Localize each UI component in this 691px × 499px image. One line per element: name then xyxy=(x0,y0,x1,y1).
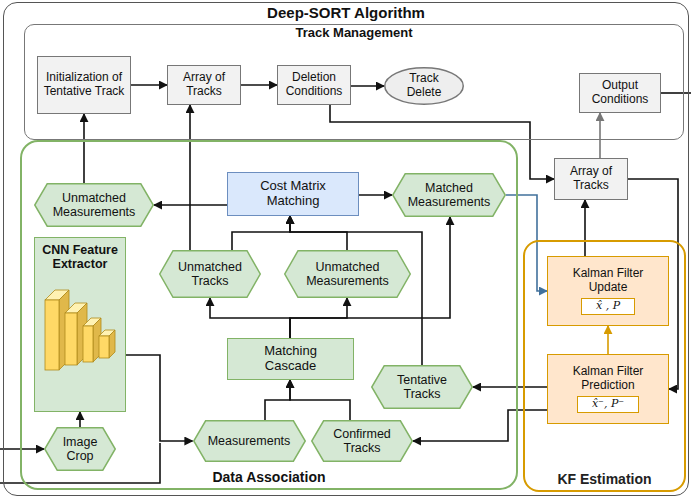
connector-arrow xyxy=(473,386,547,388)
filter-box: Kalman Filter Update x̂ , P xyxy=(547,256,669,326)
connector-arrow xyxy=(79,412,81,427)
group-title: Data Association xyxy=(212,469,325,485)
node-label: Tentative Tracks xyxy=(385,373,459,402)
connector-arrow xyxy=(599,113,601,158)
process-box: Output Conditions xyxy=(579,73,661,113)
hexagon-shape xyxy=(285,251,411,298)
layer-front xyxy=(45,300,59,370)
node-label: Measurements xyxy=(208,434,291,448)
data-hexagon: Unmatched Measurements xyxy=(284,250,411,298)
hexagon-shape xyxy=(393,174,506,217)
node-label: Image Crop xyxy=(58,435,102,464)
node-label: Matching Cascade xyxy=(244,344,337,374)
node-label: Output Conditions xyxy=(584,79,656,107)
process-box: Array of Tracks xyxy=(167,65,241,105)
node-label: Unmatched Measurements xyxy=(298,260,397,289)
group-title: KF Estimation xyxy=(557,471,651,487)
group-title: Deep-SORT Algorithm xyxy=(267,4,425,21)
node-label: Cost Matrix Matching xyxy=(246,179,340,209)
connector-arrow xyxy=(265,380,290,420)
process-box: Initialization of Tentative Track xyxy=(37,56,131,114)
connector-arrow xyxy=(290,217,450,338)
connector-arrow xyxy=(232,216,290,250)
node-label: Initialization of Tentative Track xyxy=(42,71,126,99)
layer-side xyxy=(109,330,115,358)
hexagon-shape xyxy=(45,428,116,471)
hexagon-shape xyxy=(160,251,261,298)
process-box: Cost Matrix Matching xyxy=(227,172,359,216)
group-title: Track Management xyxy=(295,26,412,41)
connector-arrow xyxy=(83,114,85,183)
data-hexagon: Unmatched Tracks xyxy=(159,250,261,298)
node-label: Track Delete xyxy=(394,72,454,100)
connector-arrow xyxy=(330,105,554,179)
hexagon-shape xyxy=(312,421,413,462)
state-label: x̂ , P xyxy=(581,298,635,315)
node-label: Array of Tracks xyxy=(559,165,623,193)
layer-front xyxy=(99,336,109,358)
algorithm-frame: Initialization of Tentative TrackArray o… xyxy=(3,2,689,496)
connector-arrow xyxy=(607,326,609,354)
layer-front xyxy=(65,313,77,365)
data-association-group: Unmatched Measurements Cost Matrix Matchi… xyxy=(20,140,518,490)
process-box: Deletion Conditions xyxy=(277,65,351,105)
connector-arrow xyxy=(290,216,347,250)
ellipse-shape xyxy=(385,68,464,105)
connector-arrow xyxy=(413,410,547,441)
node-label: CNN Feature Extractor xyxy=(35,243,125,272)
state-label: x̂⁻, P⁻ xyxy=(577,396,639,413)
connector-arrow xyxy=(131,84,167,86)
connector-arrow xyxy=(506,195,547,291)
node-label: Deletion Conditions xyxy=(282,71,346,99)
connector-arrow xyxy=(584,200,586,256)
node-label: Unmatched Tracks xyxy=(173,260,247,289)
node-label: Matched Measurements xyxy=(406,181,492,210)
hexagon-shape xyxy=(35,184,154,227)
connector-arrow xyxy=(241,84,277,86)
connector-arrow xyxy=(189,105,191,250)
data-hexagon: Matched Measurements xyxy=(392,173,506,217)
process-box: Array of Tracks xyxy=(554,158,628,200)
data-hexagon: Image Crop xyxy=(44,427,116,471)
node-label: Kalman Filter Prediction xyxy=(554,365,662,393)
data-hexagon: Measurements xyxy=(193,420,306,462)
output-line xyxy=(660,92,691,94)
node-label: Confirmed Tracks xyxy=(325,427,399,456)
filter-box: Kalman Filter Prediction x̂⁻, P⁻ xyxy=(547,354,669,424)
node-label: Kalman Filter Update xyxy=(554,267,662,295)
kf-estimation-group: Kalman Filter Updatex̂ , PKalman Filter … xyxy=(523,240,686,492)
process-box: Matching Cascade xyxy=(227,338,354,380)
connector-arrow xyxy=(210,298,290,338)
terminal-ellipse: Track Delete xyxy=(384,67,464,105)
layer-front xyxy=(83,326,93,362)
connector-arrow xyxy=(290,380,350,420)
hexagon-shape xyxy=(372,366,473,409)
data-hexagon: Tentative Tracks xyxy=(371,365,473,409)
node-label: Array of Tracks xyxy=(172,71,236,99)
connector-arrow xyxy=(359,194,392,196)
node-label: Unmatched Measurements xyxy=(48,191,140,220)
connector-arrow xyxy=(126,355,193,441)
hexagon-shape xyxy=(193,421,305,462)
cnn-box: CNN Feature Extractor xyxy=(34,237,126,412)
data-hexagon: Unmatched Measurements xyxy=(34,183,154,227)
input-arrow xyxy=(0,448,44,450)
data-hexagon: Confirmed Tracks xyxy=(311,420,413,462)
track-management-group: Initialization of Tentative Track Array o… xyxy=(24,24,684,140)
connector-arrow xyxy=(351,85,384,87)
